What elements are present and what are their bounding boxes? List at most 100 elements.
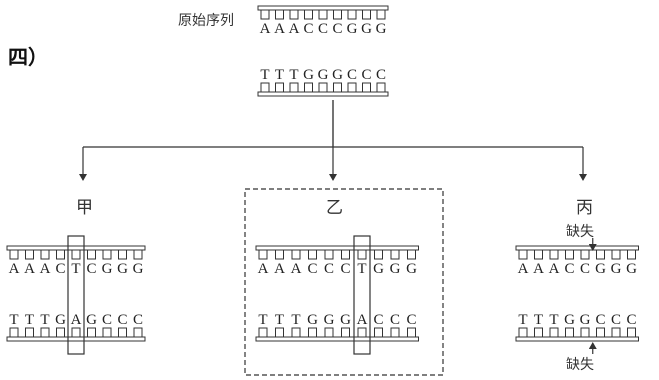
deletion-bottom-label: 缺失: [566, 357, 594, 373]
bottom-strand-base: T: [25, 312, 34, 328]
bottom-strand-base: C: [376, 67, 386, 83]
base-pillar: [334, 83, 342, 92]
base-pillar: [319, 10, 327, 19]
base-pillar: [119, 250, 127, 259]
base-pillar: [305, 10, 313, 19]
bottom-strand-base: G: [86, 312, 97, 328]
base-pillar: [57, 328, 65, 337]
top-strand-base: C: [324, 261, 334, 277]
base-pillar: [358, 250, 366, 259]
base-pillar: [309, 328, 317, 337]
base-pillar: [363, 83, 371, 92]
base-pillar: [375, 328, 383, 337]
top-strand-base: A: [258, 261, 269, 277]
top-strand-base: T: [357, 261, 366, 277]
top-strand-base: C: [340, 261, 350, 277]
base-pillar: [377, 83, 385, 92]
bottom-strand-base: A: [71, 312, 82, 328]
bottom-strand-base: G: [332, 67, 343, 83]
backbone-rail: [516, 337, 639, 341]
yi-dashed-frame: [245, 189, 443, 375]
base-pillar: [10, 328, 18, 337]
base-pillar: [550, 328, 558, 337]
backbone-rail: [516, 246, 639, 250]
bottom-strand-base: C: [406, 312, 416, 328]
base-pillar: [581, 328, 589, 337]
base-pillar: [88, 250, 96, 259]
bottom-strand-base: C: [133, 312, 143, 328]
top-strand-base: G: [117, 261, 128, 277]
bottom-strand-base: T: [291, 312, 300, 328]
base-pillar: [72, 328, 80, 337]
base-pillar: [276, 83, 284, 92]
bottom-strand-base: A: [357, 312, 368, 328]
base-pillar: [26, 328, 34, 337]
backbone-rail: [256, 246, 419, 250]
bottom-strand-base: T: [258, 312, 267, 328]
top-strand-base: G: [102, 261, 113, 277]
top-strand-base: C: [86, 261, 96, 277]
base-pillar: [259, 250, 267, 259]
top-strand-base: A: [260, 21, 271, 37]
top-strand-base: A: [40, 261, 51, 277]
bottom-strand-base: T: [289, 67, 298, 83]
base-pillar: [358, 328, 366, 337]
base-pillar: [612, 250, 620, 259]
top-strand-base: A: [24, 261, 35, 277]
top-strand-base: C: [303, 21, 313, 37]
base-pillar: [10, 250, 18, 259]
base-pillar: [391, 250, 399, 259]
bottom-strand-base: T: [275, 67, 284, 83]
base-pillar: [375, 250, 383, 259]
base-pillar: [535, 328, 543, 337]
base-pillar: [334, 10, 342, 19]
bottom-strand-base: T: [534, 312, 543, 328]
bottom-strand-base: T: [9, 312, 18, 328]
base-pillar: [134, 250, 142, 259]
bottom-strand-base: C: [102, 312, 112, 328]
top-strand-base: G: [376, 21, 387, 37]
base-pillar: [325, 328, 333, 337]
base-pillar: [103, 250, 111, 259]
top-strand-base: C: [332, 21, 342, 37]
base-pillar: [57, 250, 65, 259]
base-pillar: [597, 250, 605, 259]
base-pillar: [103, 328, 111, 337]
bottom-strand-base: C: [117, 312, 127, 328]
top-strand-base: A: [9, 261, 20, 277]
top-strand-base: A: [291, 261, 302, 277]
base-pillar: [325, 250, 333, 259]
base-pillar: [566, 328, 574, 337]
bottom-strand-base: C: [373, 312, 383, 328]
top-strand-base: A: [533, 261, 544, 277]
bottom-strand-base: G: [580, 312, 591, 328]
top-strand-base: A: [274, 21, 285, 37]
base-pillar: [519, 328, 527, 337]
variant-bing-title: 丙: [576, 198, 593, 218]
top-strand-base: G: [361, 21, 372, 37]
base-pillar: [581, 250, 589, 259]
base-pillar: [292, 328, 300, 337]
bottom-strand-base: T: [40, 312, 49, 328]
bottom-strand-base: T: [260, 67, 269, 83]
base-pillar: [363, 10, 371, 19]
base-pillar: [261, 83, 269, 92]
base-pillar: [134, 328, 142, 337]
base-pillar: [119, 328, 127, 337]
bottom-strand-base: C: [595, 312, 605, 328]
base-pillar: [550, 250, 558, 259]
base-pillar: [88, 328, 96, 337]
base-pillar: [408, 250, 416, 259]
bottom-strand-base: G: [324, 312, 335, 328]
base-pillar: [290, 10, 298, 19]
backbone-rail: [256, 337, 419, 341]
backbone-rail: [258, 92, 388, 96]
top-strand-base: G: [626, 261, 637, 277]
base-pillar: [342, 250, 350, 259]
backbone-rail: [7, 337, 145, 341]
bottom-strand-base: G: [318, 67, 329, 83]
base-pillar: [628, 328, 636, 337]
base-pillar: [377, 10, 385, 19]
base-pillar: [348, 10, 356, 19]
